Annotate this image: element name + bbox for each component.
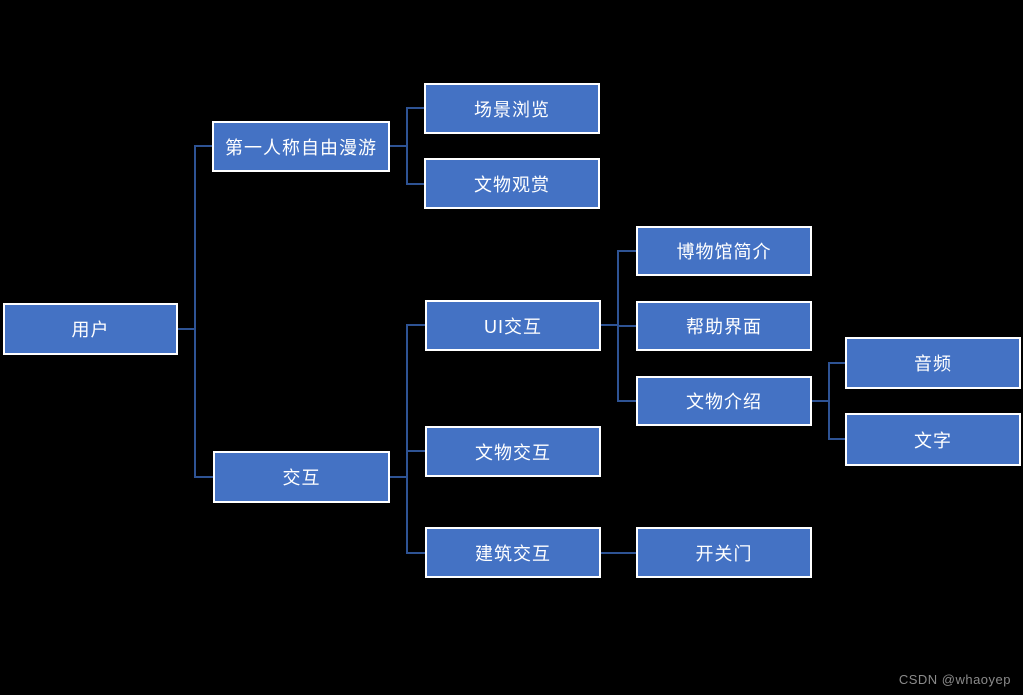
node-audio: 音频: [845, 337, 1021, 389]
node-relic-interaction: 文物交互: [425, 426, 601, 477]
node-building-interaction: 建筑交互: [425, 527, 601, 578]
node-door-switch: 开关门: [636, 527, 812, 578]
node-scene-browse: 场景浏览: [424, 83, 600, 134]
connector-line: [194, 476, 214, 478]
connector-line: [389, 145, 407, 147]
node-help-interface: 帮助界面: [636, 301, 812, 351]
connector-line: [406, 324, 408, 554]
connector-line: [406, 183, 424, 185]
node-interaction: 交互: [213, 451, 390, 503]
node-first-person-roam: 第一人称自由漫游: [212, 121, 390, 172]
connector-line: [194, 145, 196, 478]
connector-line: [177, 328, 195, 330]
connector-line: [828, 438, 845, 440]
connector-line: [406, 107, 408, 185]
watermark: CSDN @whaoyep: [898, 672, 1011, 687]
node-relic-intro: 文物介绍: [636, 376, 812, 426]
node-text: 文字: [845, 413, 1021, 466]
connector-line: [194, 145, 213, 147]
connector-line: [601, 324, 618, 326]
connector-line: [617, 250, 636, 252]
node-museum-intro: 博物馆简介: [636, 226, 812, 276]
connector-line: [617, 400, 636, 402]
connector-line: [406, 552, 425, 554]
node-relic-view: 文物观赏: [424, 158, 600, 209]
connector-line: [812, 400, 829, 402]
connector-line: [406, 450, 425, 452]
connector-line: [406, 324, 425, 326]
connector-line: [406, 107, 424, 109]
connector-line: [828, 362, 845, 364]
node-ui-interaction: UI交互: [425, 300, 601, 351]
connector-line: [601, 552, 636, 554]
node-user: 用户: [3, 303, 178, 355]
connector-line: [828, 362, 830, 440]
connector-line: [617, 325, 636, 327]
connector-line: [389, 476, 408, 478]
